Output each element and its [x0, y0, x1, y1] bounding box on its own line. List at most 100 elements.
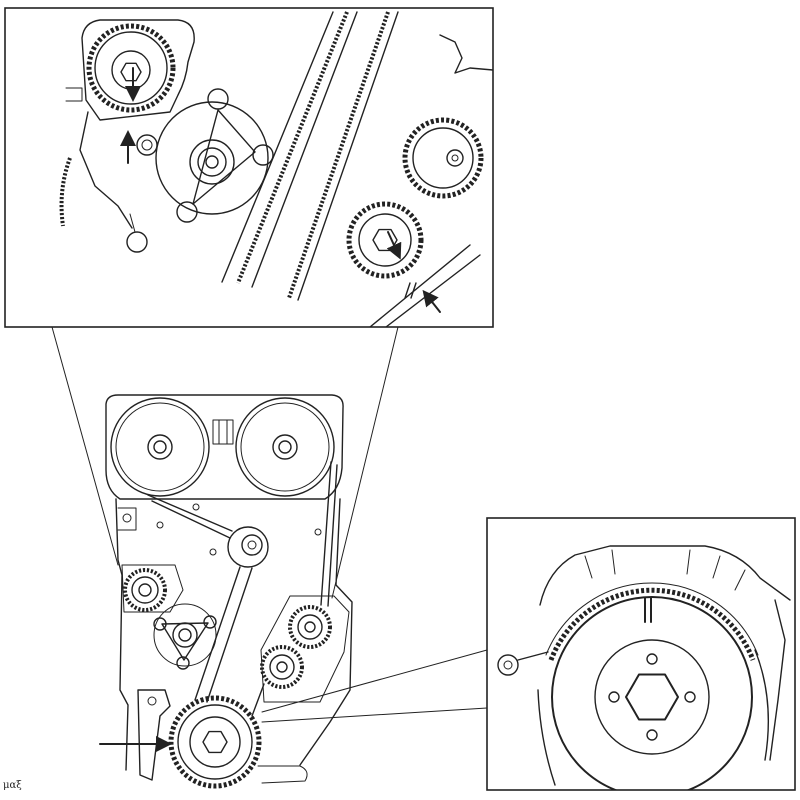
- top-inset-upper-sprocket-teeth: [86, 23, 176, 113]
- figure-code: μαξ: [3, 780, 22, 791]
- top-inset-timing-mark-1: [404, 282, 411, 299]
- idler-sprocket-lower-rim: [269, 654, 295, 680]
- crankshaft-hex-bolt: [202, 730, 228, 754]
- connector-line-top-right: [331, 326, 399, 599]
- crank-housing-rib-2: [611, 549, 616, 575]
- top-detail-inset: [4, 7, 494, 328]
- block-bolt-1: [122, 513, 132, 523]
- cam-sprocket-right-hub: [272, 434, 298, 460]
- idler-sprocket-upper-hub: [304, 621, 316, 633]
- oil-pump-sprocket-hub: [138, 583, 152, 597]
- crank-housing-outline: [539, 545, 791, 606]
- block-outline-left: [115, 498, 129, 771]
- water-pump-lobe-3: [176, 656, 190, 670]
- belt-tensioner-bolt: [247, 540, 257, 550]
- top-inset-belt-edge-3: [297, 11, 399, 301]
- crank-housing-bolt: [147, 696, 157, 706]
- idler-sprocket-lower-hub: [276, 661, 288, 673]
- crank-pulley-hole-right: [684, 691, 696, 703]
- top-inset-lower-bolt: [126, 231, 148, 253]
- top-inset-water-pump: [155, 88, 274, 223]
- block-outline-right: [299, 498, 353, 766]
- water-pump-center: [172, 622, 198, 648]
- cam-sprocket-right-rim: [240, 402, 330, 492]
- engine-front-view: [99, 394, 353, 789]
- housing-tab: [65, 87, 83, 102]
- crankshaft-sprocket-teeth: [168, 695, 262, 789]
- top-inset-mark-arrow: [422, 289, 441, 313]
- connector-line-bottom-upper: [261, 649, 488, 713]
- crank-housing-right-arc: [754, 649, 770, 761]
- top-inset-water-pump-lobe-3: [176, 201, 198, 223]
- cam-sprocket-right: [235, 397, 335, 497]
- cam-cover-outline: [105, 394, 344, 500]
- pulley-tooth-ring: [548, 587, 756, 661]
- top-inset-belt: [221, 11, 481, 327]
- timing-belt-run-left-b: [206, 567, 253, 703]
- top-inset-upper-sprocket-rim: [94, 31, 168, 105]
- water-pump-center-bolt: [178, 628, 192, 642]
- top-inset-belt-edge-1: [221, 11, 334, 283]
- cam-sprocket-left-rim: [115, 402, 205, 492]
- idler-sprocket-upper-teeth: [288, 605, 332, 649]
- crank-pulley-hole-top: [646, 653, 658, 665]
- cam-sprocket-right-belt: [235, 397, 335, 497]
- top-inset-right-sprocket-lower-rim: [358, 213, 412, 267]
- timing-belt-run-upper-a: [147, 494, 233, 532]
- oil-pump-housing: [121, 564, 184, 613]
- crank-housing-rib-4: [712, 555, 721, 579]
- top-inset-right-sprocket-upper-bolt: [451, 154, 459, 162]
- timing-belt-run-upper-b: [151, 500, 231, 539]
- belt-tensioner-eccentric: [241, 534, 263, 556]
- crank-housing-rib-3: [686, 549, 691, 575]
- cam-sprocket-left-hub: [147, 434, 173, 460]
- crank-housing-right-side: [769, 599, 786, 761]
- connector-line-top-left: [51, 326, 119, 566]
- block-bolt-2: [156, 521, 164, 529]
- block-bolt-5: [314, 528, 322, 536]
- top-inset-link-rod: [129, 213, 136, 233]
- crank-housing-side-link: [517, 651, 549, 661]
- crankshaft-sprocket-rim: [177, 704, 253, 780]
- connector-line-bottom-lower: [261, 707, 488, 723]
- crank-pulley-hub: [594, 639, 710, 755]
- top-inset-timing-mark-2: [410, 282, 417, 299]
- top-inset-small-pulley-hub: [141, 139, 153, 151]
- crank-pulley-hex-bolt: [625, 673, 679, 721]
- bottom-detail-frame: [486, 517, 796, 791]
- top-detail-frame: [4, 7, 494, 328]
- top-sprocket-housing: [81, 19, 195, 121]
- crank-pulley-outer: [551, 596, 753, 790]
- idler-sprocket-upper-rim: [297, 614, 323, 640]
- top-inset-upper-sprocket-bolt: [120, 62, 142, 82]
- crankshaft-sprocket-hub: [189, 716, 241, 768]
- block-bolt-3: [209, 548, 217, 556]
- pulley-tooth-ring-edge: [545, 582, 759, 656]
- timing-belt-run-right-a: [320, 461, 332, 606]
- water-pump: [153, 603, 217, 670]
- top-inset-belt-edge-2: [251, 11, 358, 288]
- timing-belt-run-lower: [251, 683, 265, 717]
- cam-sprocket-left-belt: [110, 397, 210, 497]
- top-inset-belt-teeth-2: [287, 11, 390, 299]
- timing-belt-run-right-b: [327, 464, 338, 607]
- idler-sprocket-lower-teeth: [260, 645, 304, 689]
- belt-tensioner-pulley: [227, 526, 269, 568]
- belt-tensioner: [227, 526, 269, 568]
- bottom-detail-inset: [486, 517, 796, 791]
- water-pump-lobe-1: [153, 617, 167, 631]
- top-inset-water-pump-center-outer: [189, 139, 235, 185]
- top-inset-water-pump-center-bolt: [205, 155, 219, 169]
- idler-housing: [260, 595, 350, 703]
- top-inset-water-pump-housing: [155, 101, 269, 215]
- crankshaft-sprocket: [168, 695, 262, 789]
- block-bolt-4: [192, 503, 200, 511]
- timing-belt: [147, 461, 338, 717]
- crank-pulley-hole-bottom: [646, 729, 658, 741]
- idler-sprocket-upper: [288, 605, 332, 649]
- cam-alignment-block: [212, 419, 234, 445]
- crank-housing-side-bolt-center: [503, 660, 513, 670]
- top-inset-housing-edge: [439, 34, 493, 74]
- top-inset-belt-lower-edge-1: [369, 244, 471, 327]
